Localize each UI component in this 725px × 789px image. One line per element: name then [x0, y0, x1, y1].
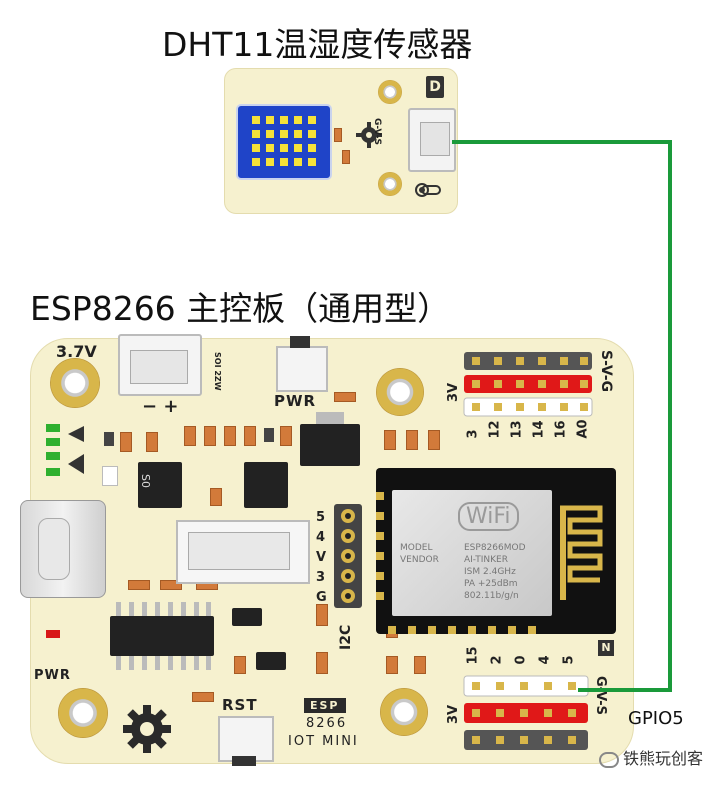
- mounting-hole: [50, 358, 100, 408]
- subtitle-line: IOT MINI: [288, 734, 359, 749]
- esp-board-title: ESP8266 主控板（通用型）: [30, 289, 451, 328]
- resistor: [384, 430, 396, 450]
- dht11-title: DHT11温湿度传感器: [162, 25, 473, 64]
- wire-line: [452, 140, 672, 692]
- bottom-header-pins: [463, 675, 589, 750]
- sensor-grid-icon: [252, 116, 316, 166]
- led-green: [46, 468, 60, 476]
- model-line: 8266: [306, 716, 348, 731]
- resistor: [146, 432, 158, 452]
- resistor: [414, 656, 426, 674]
- wifi-logo: WiFi: [458, 502, 519, 531]
- led-green: [46, 438, 60, 446]
- switch-slider[interactable]: [290, 336, 310, 348]
- transistor: [232, 608, 262, 626]
- resistor: [210, 488, 222, 506]
- pwr-led-label: PWR: [34, 668, 71, 683]
- soic-pins: [116, 602, 211, 670]
- charger-chip: [138, 462, 182, 508]
- resistor: [234, 656, 246, 674]
- led-arrow-icon: [68, 426, 84, 474]
- gear-icon: [123, 705, 171, 753]
- voltage-label: 3.7V: [56, 342, 97, 361]
- resistor: [160, 580, 182, 590]
- reset-button[interactable]: [218, 716, 274, 762]
- voltage-regulator: [300, 424, 360, 466]
- led-white: [102, 466, 118, 486]
- resistor: [280, 426, 292, 446]
- mounting-hole: [378, 172, 402, 196]
- mounting-hole: [378, 80, 402, 104]
- mounting-hole: [380, 688, 428, 736]
- connector-socket: [420, 122, 450, 156]
- resistor: [342, 150, 350, 164]
- reset-button-cap[interactable]: [232, 756, 256, 766]
- usb-uart-chip: [244, 462, 288, 508]
- resistor: [316, 604, 328, 626]
- module-specs: ESP8266MOD AI-TINKER ISM 2.4GHz PA +25dB…: [464, 543, 526, 601]
- transistor: [256, 652, 286, 670]
- mounting-hole: [58, 688, 108, 738]
- resistor: [224, 426, 236, 446]
- corner-mark: D: [426, 76, 444, 98]
- pwr-switch-label: PWR: [274, 392, 317, 410]
- resistor: [406, 430, 418, 450]
- dht11-sensor: [236, 104, 332, 180]
- resistor: [244, 426, 256, 446]
- rst-label: RST: [222, 696, 258, 714]
- fpc-slot: [188, 532, 290, 570]
- module-castellations: [376, 492, 603, 634]
- usb-c-tongue: [38, 518, 70, 580]
- led-green: [46, 452, 60, 460]
- resistor: [334, 128, 342, 142]
- resistor: [316, 652, 328, 674]
- capacitor: [264, 428, 274, 442]
- connector-socket: [130, 350, 188, 384]
- resistor: [428, 430, 440, 450]
- capacitor: [104, 432, 114, 446]
- mounting-hole: [376, 368, 424, 416]
- wechat-icon: [598, 751, 619, 768]
- n-mark: N: [598, 640, 614, 656]
- resistor: [386, 656, 398, 674]
- thermometer-icon: [415, 183, 441, 197]
- led-red: [46, 630, 60, 638]
- top-header-pins: [463, 352, 593, 417]
- resistor: [334, 392, 356, 402]
- wifi-shield: [392, 490, 552, 616]
- i2c-pin-holes: [341, 509, 355, 603]
- resistor: [204, 426, 216, 446]
- resistor: [128, 580, 150, 590]
- gpio5-label: GPIO5: [628, 708, 684, 729]
- led-green: [46, 424, 60, 432]
- resistor: [192, 692, 214, 702]
- resistor: [184, 426, 196, 446]
- gear-icon: [356, 122, 382, 148]
- esp-badge: ESP: [304, 698, 346, 713]
- watermark: 铁熊玩创客: [598, 745, 703, 769]
- regulator-tab: [316, 412, 344, 424]
- module-model-vendor: MODEL VENDOR: [400, 543, 439, 565]
- soic-chip: [110, 616, 214, 656]
- polarity-label: − +: [142, 396, 179, 417]
- resistor: [120, 432, 132, 452]
